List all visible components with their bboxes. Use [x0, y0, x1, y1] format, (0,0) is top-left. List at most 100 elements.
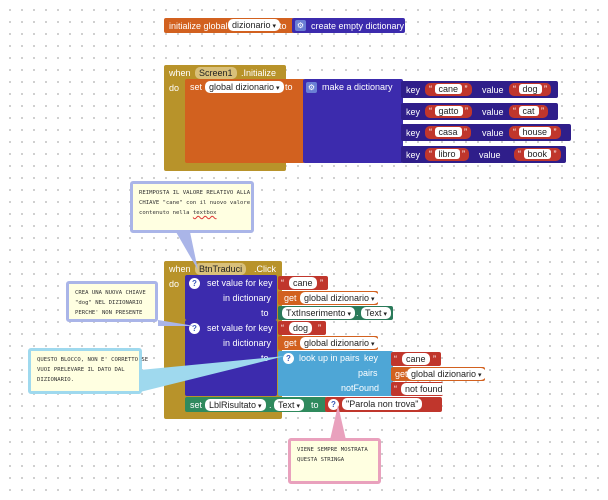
comment-line: QUESTA STRINGA: [297, 457, 345, 463]
key-text-field[interactable]: dog: [289, 322, 313, 334]
textbox-text-block[interactable]: TxtInserimento . Text: [278, 306, 393, 320]
result-text-block[interactable]: ? "Parola non trova": [325, 397, 442, 412]
question-icon[interactable]: ?: [283, 353, 294, 364]
button-component-dropdown[interactable]: BtnTraduci: [195, 263, 247, 275]
pair-value-field[interactable]: dog: [518, 84, 542, 94]
lookup-key-label: key: [364, 353, 379, 363]
comment-line: QUESTO BLOCCO, NON E' CORRETTO SE: [37, 357, 149, 363]
pair-key-field[interactable]: casa: [434, 127, 462, 137]
dot-label: .: [269, 400, 272, 410]
screen-component-dropdown[interactable]: Screen1: [195, 67, 237, 79]
do-label: do: [169, 279, 180, 289]
to-label: to: [285, 82, 293, 92]
pair-key-text[interactable]: “ cane ”: [425, 83, 472, 96]
in-dictionary-label: in dictionary: [223, 293, 272, 303]
quote-mark: “: [281, 278, 284, 288]
pair-value-label: value: [482, 128, 504, 138]
set-var-dropdown[interactable]: global dizionario: [205, 81, 284, 93]
get-global-dizionario-block-2[interactable]: get global dizionario: [278, 336, 379, 350]
comment-text: contenuto nella: [139, 210, 193, 216]
lookup-key-field[interactable]: cane: [402, 353, 430, 365]
get-global-dizionario-block-1[interactable]: get global dizionario: [278, 291, 379, 305]
set-value-for-key-block-1[interactable]: ? set value for key in dictionary to: [185, 275, 277, 320]
click-event-label: .Click: [254, 264, 276, 274]
comment-bubble-1[interactable]: REIMPOSTA IL VALORE RELATIVO ALLA CHIAVE…: [130, 181, 254, 233]
pair-key-text[interactable]: “ casa ”: [425, 126, 472, 139]
key-text-block-1[interactable]: “ cane ”: [278, 276, 328, 290]
pairs-label: pairs: [358, 368, 378, 378]
comment-line: VIENE SEMPRE MOSTRATA: [297, 447, 368, 453]
pair-block-4[interactable]: key “ libro ” value “ book ”: [401, 146, 566, 163]
quote-mark: “: [394, 354, 397, 364]
question-icon[interactable]: ?: [328, 399, 339, 410]
textbox-property-dropdown[interactable]: Text: [361, 307, 391, 319]
comment-bubble-3[interactable]: QUESTO BLOCCO, NON E' CORRETTO SE VUOI P…: [28, 348, 149, 394]
to-label: to: [311, 400, 319, 410]
set-global-dizionario-block[interactable]: set global dizionario to: [185, 79, 305, 163]
set-label-text-block[interactable]: set LblRisultato . Text to: [185, 397, 327, 412]
get-global-dizionario-block-3[interactable]: get global dizionario: [391, 367, 486, 381]
set-value-for-key-block-2[interactable]: ? set value for key in dictionary to: [185, 320, 277, 396]
question-icon[interactable]: ?: [189, 278, 200, 289]
pair-value-text[interactable]: “ cat ”: [509, 105, 549, 118]
notfound-field[interactable]: not found: [401, 383, 447, 395]
pair-block-3[interactable]: key “ casa ” value “ house ”: [401, 124, 571, 141]
key-text-field[interactable]: cane: [289, 277, 317, 289]
quote-mark: ”: [433, 354, 436, 364]
get-label: get: [284, 293, 297, 303]
pair-value-text[interactable]: “ dog ”: [509, 83, 552, 96]
question-icon[interactable]: ?: [189, 323, 200, 334]
make-dictionary-label: make a dictionary: [322, 82, 393, 92]
lookup-in-pairs-block[interactable]: ? look up in pairs key pairs notFound: [278, 351, 393, 396]
lookup-label: look up in pairs: [299, 353, 360, 363]
initialize-global-block[interactable]: initialize global dizionario to: [164, 18, 294, 33]
pair-block-1[interactable]: key “ cane ” value “ dog ”: [401, 81, 558, 98]
to-label: to: [261, 353, 269, 363]
global-var-name-field[interactable]: dizionario: [228, 19, 280, 31]
get-var-dropdown[interactable]: global dizionario: [300, 337, 379, 349]
get-label: get: [395, 369, 408, 379]
gear-icon[interactable]: ⚙: [295, 20, 306, 31]
create-empty-dictionary-block[interactable]: ⚙ create empty dictionary: [292, 18, 405, 33]
pair-key-field[interactable]: cane: [434, 84, 463, 94]
to-label: to: [261, 308, 269, 318]
pair-value-label: value: [479, 150, 501, 160]
comment-underlined-word: textbox: [192, 210, 217, 216]
pair-value-text[interactable]: “ book ”: [514, 148, 561, 161]
pair-value-field[interactable]: house: [518, 127, 552, 137]
to-label: to: [279, 21, 287, 31]
comment-line: CHIAVE "cane" con il nuovo valore: [139, 200, 251, 206]
in-dictionary-label: in dictionary: [223, 338, 272, 348]
lookup-key-text-block[interactable]: “ cane ”: [391, 352, 441, 366]
quote-mark: ”: [318, 323, 321, 333]
initialize-label: initialize global: [169, 21, 228, 31]
label-component-dropdown[interactable]: LblRisultato: [205, 399, 266, 411]
pair-key-field[interactable]: libro: [434, 149, 460, 159]
pair-value-field[interactable]: cat: [518, 106, 539, 116]
make-dictionary-block[interactable]: ⚙ make a dictionary: [303, 79, 403, 163]
get-var-dropdown[interactable]: global dizionario: [300, 292, 379, 304]
pair-key-text[interactable]: “ libro ”: [425, 148, 470, 161]
comment-bubble-2[interactable]: CREA UNA NUOVA CHIAVE "dog" NEL DIZIONAR…: [66, 281, 158, 322]
notfound-label: notFound: [341, 383, 380, 393]
comment-line: PERCHE' NON PRESENTE: [75, 310, 143, 316]
result-text-field[interactable]: "Parola non trova": [342, 398, 423, 410]
get-var-dropdown[interactable]: global dizionario: [407, 368, 486, 380]
notfound-text-block[interactable]: “ not found: [391, 382, 447, 396]
pair-key-field[interactable]: gatto: [434, 106, 463, 116]
pair-value-text[interactable]: “ house ”: [509, 126, 561, 139]
comment-bubble-4[interactable]: VIENE SEMPRE MOSTRATA QUESTA STRINGA: [288, 438, 381, 484]
label-property-dropdown[interactable]: Text: [274, 399, 304, 411]
pair-key-label: key: [406, 128, 421, 138]
pair-key-text[interactable]: “ gatto ”: [425, 105, 473, 118]
pair-value-field[interactable]: book: [523, 149, 552, 159]
set-value-label: set value for key: [207, 323, 273, 333]
pair-block-2[interactable]: key “ gatto ” value “ cat ”: [401, 103, 558, 120]
key-text-block-2[interactable]: “ dog ”: [278, 321, 326, 335]
comment-line: contenuto nella textbox: [139, 208, 245, 218]
quote-mark: ”: [320, 278, 323, 288]
textbox-component-dropdown[interactable]: TxtInserimento: [282, 307, 355, 319]
comment-line: CREA UNA NUOVA CHIAVE: [75, 290, 146, 296]
gear-icon[interactable]: ⚙: [306, 82, 317, 93]
